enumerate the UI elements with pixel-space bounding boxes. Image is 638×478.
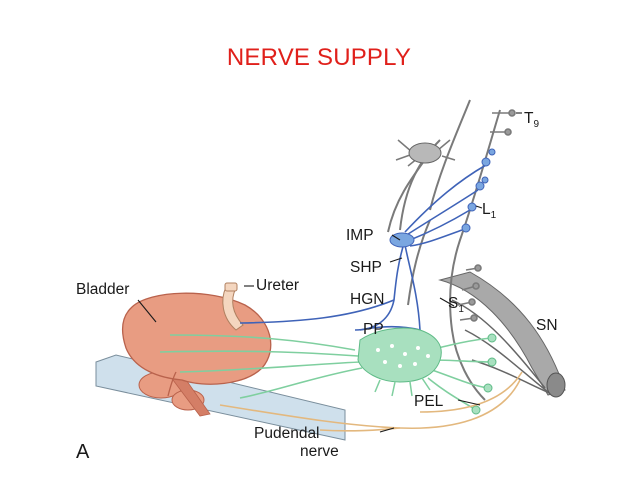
pudendal-nerve-fibers (219, 371, 523, 432)
slide-title: NERVE SUPPLY (226, 44, 412, 71)
ureter-organ (222, 282, 244, 331)
spinal-branches (457, 109, 516, 322)
label-l1: L1 (482, 201, 497, 221)
label-pel: PEL (414, 393, 444, 410)
label-s1: S1 (448, 295, 464, 315)
panel-letter: A (76, 441, 90, 463)
urethra-prostate (138, 371, 211, 417)
celiac-ganglion (395, 139, 456, 167)
label-hgn: HGN (350, 291, 384, 308)
label-bladder: Bladder (76, 281, 129, 298)
label-ureter: Ureter (256, 277, 299, 294)
label-nerve: nerve (300, 443, 339, 460)
label-imp: IMP (346, 227, 374, 244)
leader-lines (137, 112, 522, 433)
pelvic-plexus (357, 327, 442, 397)
pelvic-splanchnic-ganglia (471, 333, 497, 415)
sacral-nerve-trunk (438, 271, 566, 398)
label-shp: SHP (350, 259, 382, 276)
label-t9: T9 (524, 110, 539, 130)
label-pudendal: Pudendal (254, 425, 320, 442)
sympathetic-ganglia (389, 148, 496, 248)
label-sn: SN (536, 317, 558, 334)
label-pp: PP (363, 321, 384, 338)
